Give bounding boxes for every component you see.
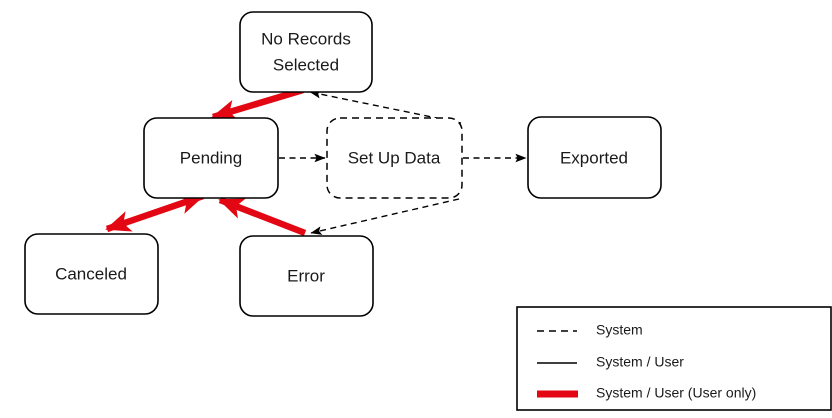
legend-label-user-only: System / User (User only): [596, 385, 756, 401]
node-set-up-data-shape[interactable]: [326, 117, 463, 199]
edge-set-up-data-to-no-records: [309, 89, 462, 124]
legend: System System / User System / User (User…: [516, 306, 832, 411]
edges-layer: [105, 86, 527, 237]
edge-pending-canceled-bidirectional: [105, 192, 205, 233]
legend-label-system: System: [596, 322, 643, 338]
node-no-records-selected[interactable]: No Records Selected: [239, 11, 373, 93]
node-pending-shape[interactable]: [143, 117, 279, 199]
node-no-records-selected-label-line1: No Records: [261, 29, 351, 48]
legend-label-system-user: System / User: [596, 354, 684, 370]
node-canceled-shape[interactable]: [24, 233, 159, 315]
node-exported[interactable]: Exported: [527, 116, 662, 199]
node-error[interactable]: Error: [239, 235, 374, 317]
node-no-records-selected-shape[interactable]: [239, 11, 373, 93]
node-error-shape[interactable]: [239, 235, 374, 317]
node-canceled-label: Canceled: [55, 264, 127, 283]
node-error-label: Error: [287, 266, 325, 285]
node-set-up-data-label: Set Up Data: [348, 148, 441, 167]
node-canceled[interactable]: Canceled: [24, 233, 159, 315]
nodes-layer: No Records Selected Pending Set Up Data …: [24, 11, 662, 317]
node-exported-label: Exported: [560, 148, 628, 167]
node-no-records-selected-label-line2: Selected: [273, 55, 339, 74]
node-exported-shape[interactable]: [527, 116, 662, 199]
edge-no-records-to-pending: [211, 86, 304, 121]
node-set-up-data[interactable]: Set Up Data: [326, 117, 463, 199]
edge-error-to-pending: [218, 196, 307, 237]
node-pending-label: Pending: [180, 148, 242, 167]
edge-set-up-data-to-error: [310, 198, 460, 235]
node-pending[interactable]: Pending: [143, 117, 279, 199]
